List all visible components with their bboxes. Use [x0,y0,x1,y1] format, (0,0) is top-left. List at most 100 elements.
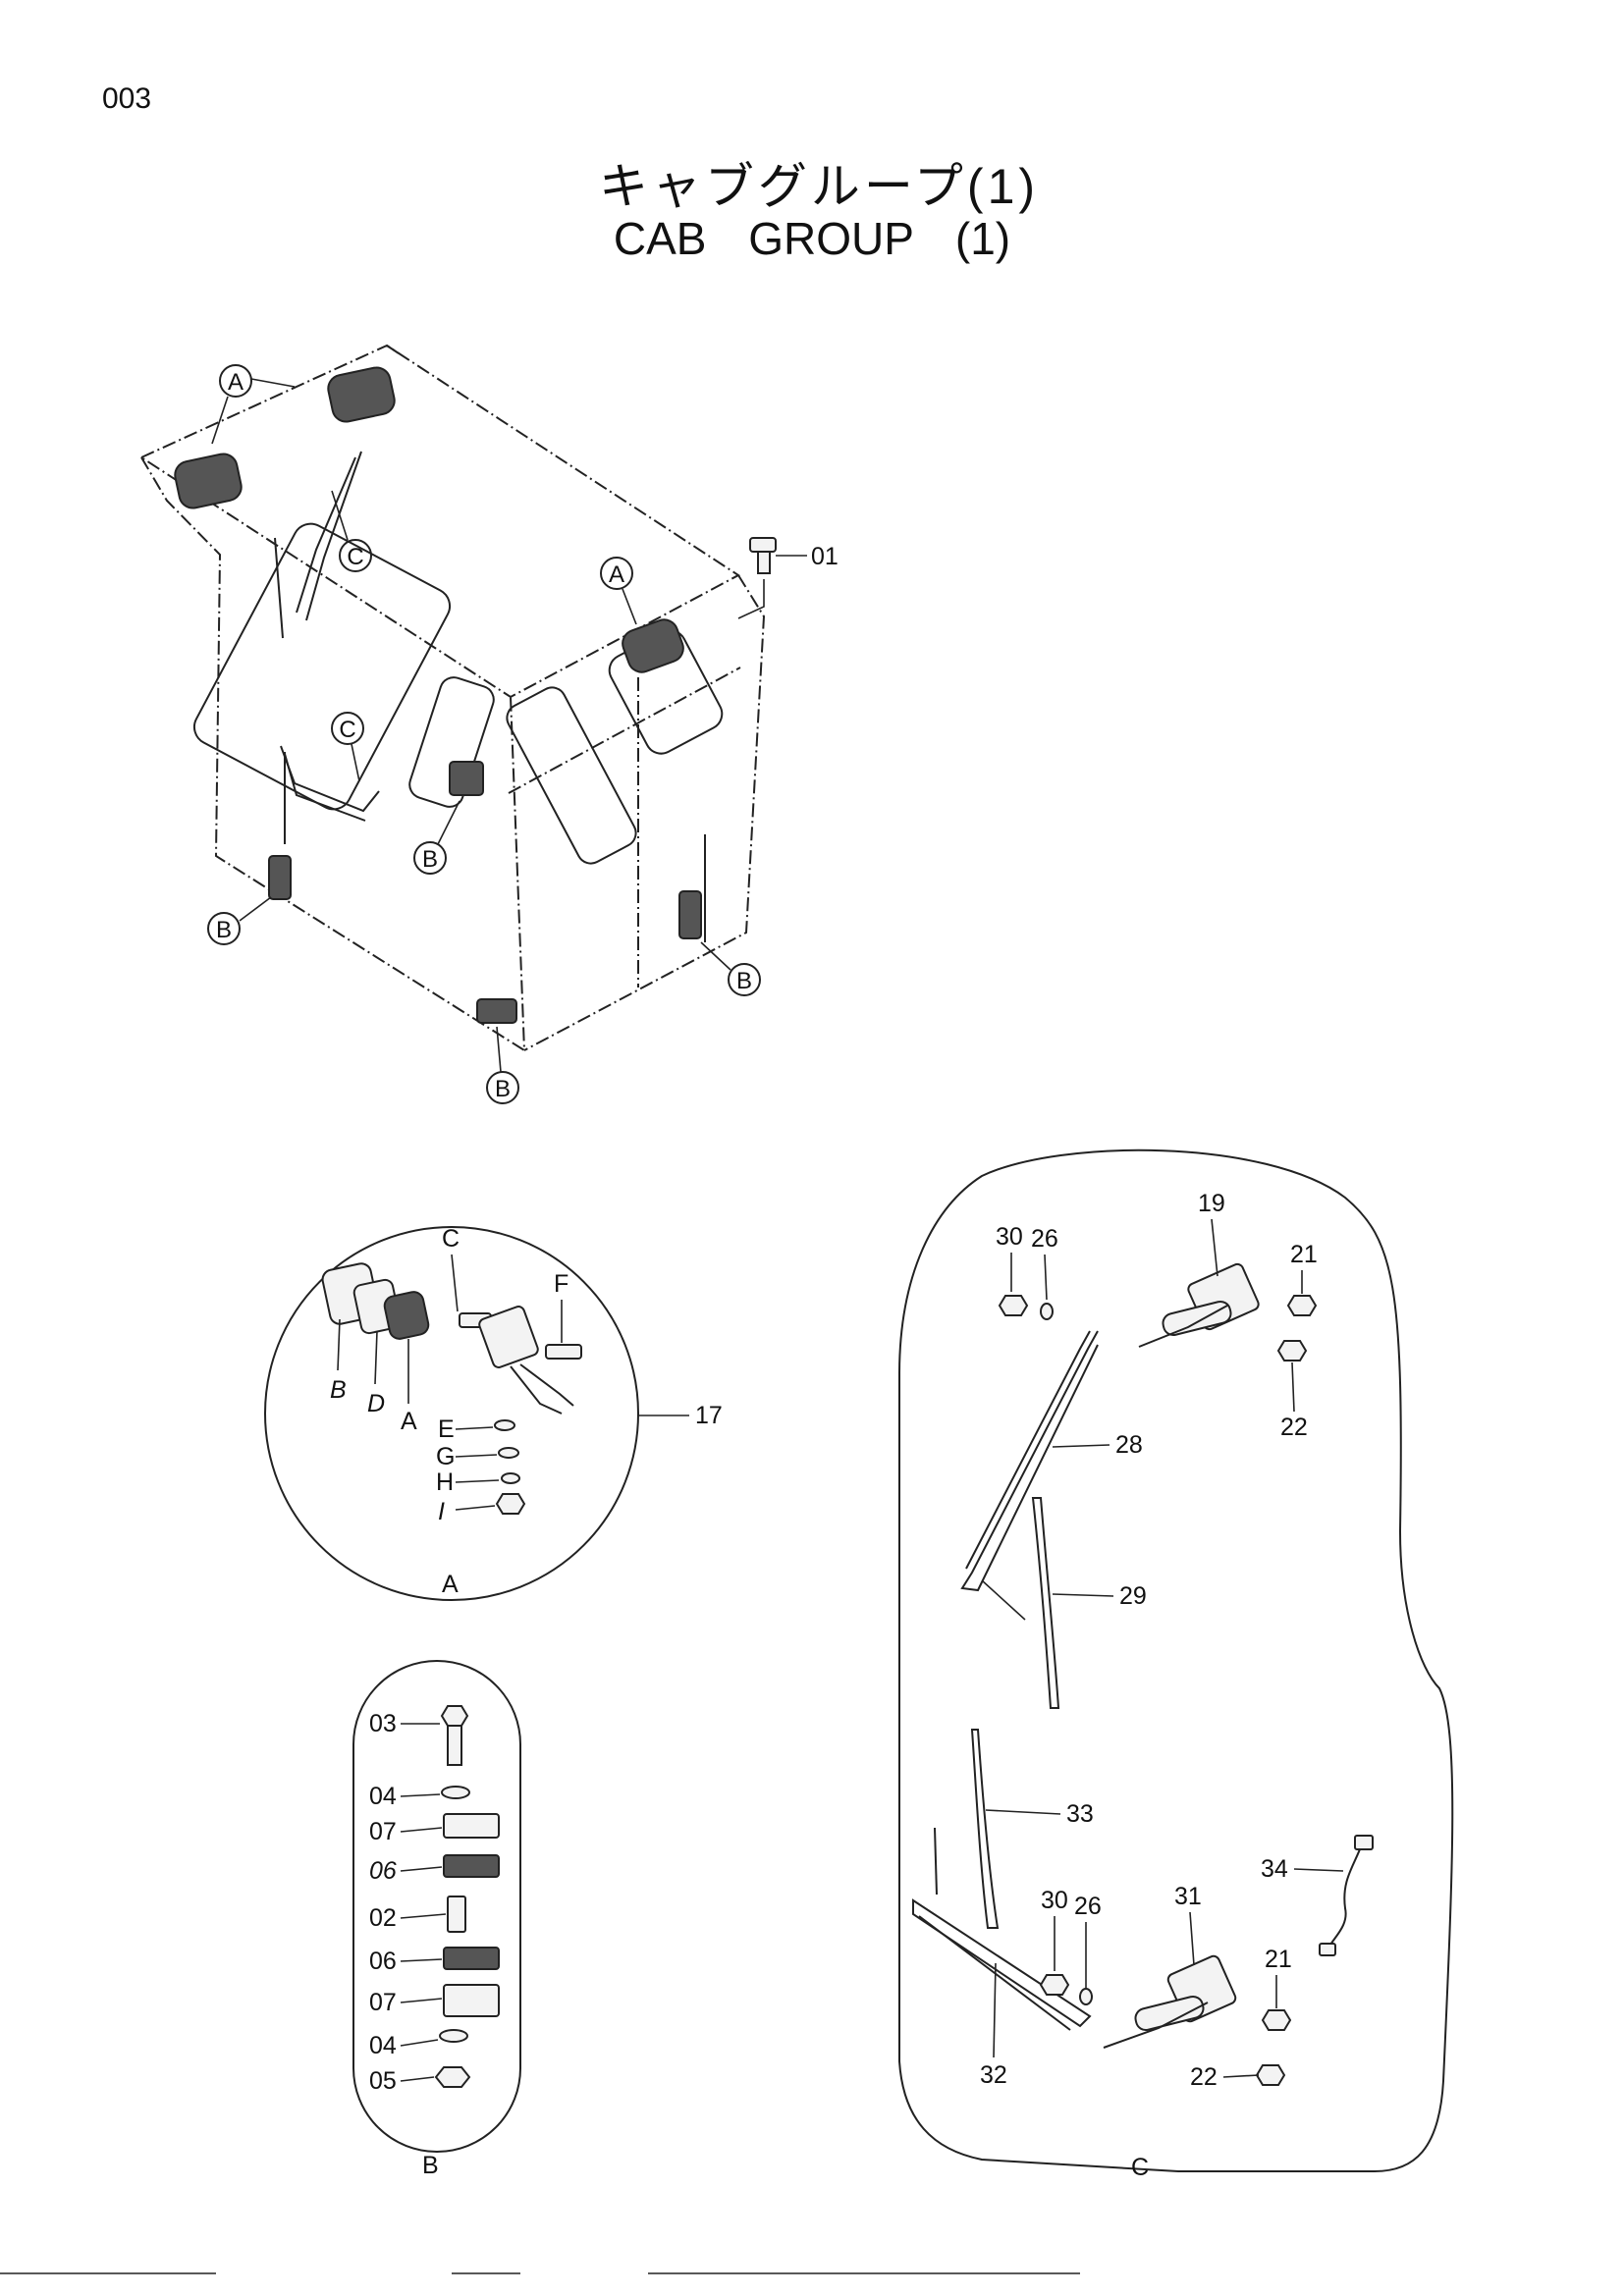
detail-a-caption: A [442,1571,459,1598]
wiper-arm-28-icon [960,1330,1099,1592]
svg-text:C: C [347,544,363,570]
wiper-label-21: 21 [1290,1241,1318,1268]
washer-04-icon [441,1786,470,1799]
lamp-housing-icon [478,1306,539,1368]
mount-label-07: 07 [369,1818,397,1845]
mount-label-06: 06 [369,1857,397,1885]
washer-26-icon [1040,1303,1054,1320]
detail-c-caption: C [1131,2154,1149,2181]
pad-06-lower-icon [443,1947,500,1970]
cab-lamp-rear [327,366,396,423]
cab-part-label: 01 [811,543,839,570]
wiper-label-30-lower: 30 [1041,1887,1068,1914]
washer-04-lower-icon [439,2029,468,2043]
mount-label-04-lower: 04 [369,2032,397,2059]
bolt-03-icon [440,1705,469,1766]
wiper-label-29: 29 [1119,1582,1147,1610]
wiper-label-28: 28 [1115,1431,1143,1459]
page-number: 003 [102,82,152,115]
lamp-label-e: E [438,1415,455,1443]
lamp-label-b: B [330,1376,347,1404]
mount-label-06-lower: 06 [369,1948,397,1975]
detail-b-mount: 03 04 07 06 02 06 07 04 05 B [352,1660,521,2179]
nut-05-icon [434,2066,471,2088]
bolt-01-icon [749,537,777,574]
wire-harness-34-icon [1326,1841,1364,1950]
lamp-lens-icon [383,1291,430,1340]
cab-pad-2 [268,855,292,900]
cab-illustration: 01 A A C C B B [138,344,839,1104]
svg-text:A: A [228,369,244,396]
lamp-label-d: D [367,1390,385,1417]
wiper-motor-31-icon [1103,1954,1237,2049]
cab-pad-3 [678,890,702,939]
cab-callout-b-3: B [728,963,761,996]
cab-callout-b-2: B [207,912,241,945]
cab-pad-4 [476,998,517,1024]
lamp-washer-g-icon [498,1447,519,1459]
svg-text:B: B [216,917,232,943]
svg-text:B: B [422,846,438,873]
mount-label-02: 02 [369,1904,397,1932]
lamp-label-i: I [438,1498,445,1525]
lamp-label-a: A [401,1408,417,1435]
wiper-blade-33-icon [970,1729,1000,1929]
wiper-blade-29-icon [1031,1497,1060,1709]
title-japanese: キャブグループ(1) [598,159,1040,214]
lamp-label-g: G [436,1443,455,1470]
lamp-screw-icon [545,1344,582,1360]
lamp-washer-h-icon [501,1472,520,1484]
svg-text:C: C [339,717,355,743]
lamp-washer-e-icon [494,1419,515,1431]
lamp-ref-label: 17 [695,1402,723,1429]
cab-callout-b-4: B [486,1071,519,1104]
washer-26-lower-icon [1079,1988,1093,2005]
wiper-label-26: 26 [1031,1225,1058,1253]
cab-callout-c-1: C [339,539,372,572]
detail-c-wipers: 30 26 19 21 22 28 29 33 34 30 26 31 21 2… [898,1148,1454,2181]
wiper-label-30: 30 [996,1223,1023,1251]
svg-text:B: B [736,968,752,994]
wiper-arm-32-icon [912,1898,1092,2028]
cab-lamp-right [622,618,684,673]
wiper-label-34: 34 [1261,1855,1288,1883]
mount-label-05: 05 [369,2067,397,2095]
wiper-label-21-lower: 21 [1265,1946,1292,1973]
detail-a-lamp: C F B D A E G H I 17 A [264,1225,723,1601]
cab-pad-1 [449,761,484,796]
cab-callout-a-1: A [219,364,252,398]
mount-label-03: 03 [369,1710,397,1737]
bolt-22-lower-icon [1255,2064,1286,2086]
svg-text:A: A [609,561,624,588]
spacer-02-icon [447,1896,466,1933]
wiper-label-33: 33 [1066,1800,1094,1828]
pad-06-icon [443,1854,500,1878]
wiper-label-22-lower: 22 [1190,2063,1218,2091]
title-english: CAB GROUP (1) [613,213,1011,264]
wiper-label-26-lower: 26 [1074,1893,1102,1920]
cab-lamp-left [174,453,243,509]
detail-b-caption: B [422,2152,439,2179]
svg-text:B: B [495,1076,511,1102]
cab-callout-a-2: A [600,557,633,590]
bolt-30-icon [998,1295,1029,1316]
lamp-label-f: F [554,1270,568,1298]
lamp-label-c: C [442,1225,460,1253]
lamp-nut-icon [495,1493,526,1515]
bolt-21-lower-icon [1261,2009,1292,2031]
wiper-label-31: 31 [1174,1883,1202,1910]
lamp-label-h: H [436,1468,454,1496]
plate-07-icon [443,1813,500,1839]
wiper-motor-19-icon [1138,1262,1260,1348]
wiper-label-22: 22 [1280,1414,1308,1441]
bolt-22-icon [1276,1340,1308,1362]
cab-callout-b-1: B [413,841,447,875]
mount-label-07-lower: 07 [369,1989,397,2016]
plate-07-lower-icon [443,1984,500,2017]
wiper-label-19: 19 [1198,1190,1225,1217]
cab-callout-c-2: C [331,712,364,745]
bolt-21-icon [1286,1295,1318,1316]
mount-label-04: 04 [369,1783,397,1810]
bolt-30-lower-icon [1039,1974,1070,1996]
